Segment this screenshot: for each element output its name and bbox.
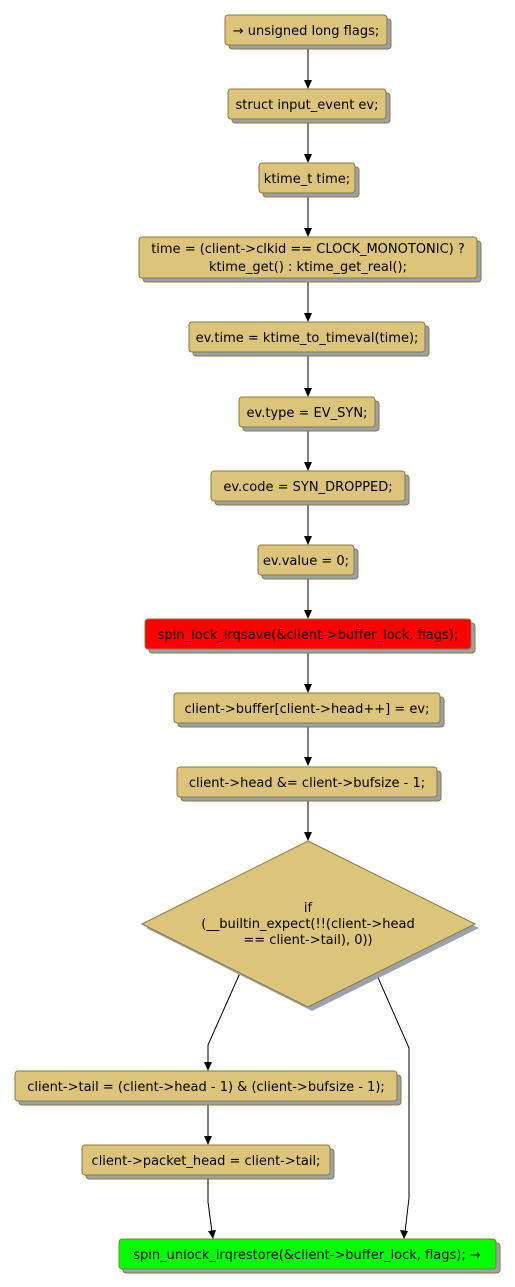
node-spin-unlock: spin_unlock_irqrestore(&client->buffer_l… [118, 1238, 501, 1274]
node-struct-input-event: struct input_event ev; [227, 88, 391, 124]
node-label: spin_unlock_irqrestore(&client->buffer_l… [133, 1248, 481, 1263]
arrowhead [304, 388, 312, 397]
node-time-assignment: time = (client->clkid == CLOCK_MONOTONIC… [138, 236, 482, 283]
node-ev-type: ev.type = EV_SYN; [238, 396, 380, 432]
node-ktime-t-time: ktime_t time; [258, 162, 360, 198]
node-label: ev.value = 0; [263, 554, 349, 569]
arrowhead [304, 80, 312, 89]
arrowhead [400, 1230, 408, 1239]
node-label: ktime_get() : ktime_get_real(); [209, 260, 407, 275]
node-label: client->head &= client->bufsize - 1; [189, 776, 425, 791]
node-label: spin_lock_irqsave(&client->buffer_lock, … [158, 628, 458, 643]
node-label: ev.type = EV_SYN; [247, 406, 368, 421]
arrowhead [304, 536, 312, 545]
arrowhead [304, 684, 312, 693]
node-ev-value: ev.value = 0; [257, 544, 359, 580]
node-label: → unsigned long flags; [233, 24, 380, 39]
arrowhead [304, 610, 312, 619]
edges [204, 46, 410, 1239]
node-label: ev.code = SYN_DROPPED; [223, 480, 392, 495]
node-label: client->tail = (client->head - 1) & (cli… [27, 1080, 385, 1095]
edge-n12-n13 [207, 972, 241, 1064]
node-tail-assign: client->tail = (client->head - 1) & (cli… [14, 1070, 402, 1106]
edge-n12-n15 [375, 972, 410, 1233]
arrowhead [304, 154, 312, 163]
node-if-condition: if (__builtin_expect(!!(client->head == … [140, 840, 479, 1011]
node-head-mask: client->head &= client->bufsize - 1; [176, 766, 442, 802]
arrowhead [304, 462, 312, 471]
arrowhead [204, 1062, 212, 1071]
node-label: client->buffer[client->head++] = ev; [185, 702, 430, 717]
node-label: if [304, 901, 313, 916]
arrowhead [304, 757, 312, 766]
node-label: == client->tail), 0)) [243, 933, 372, 948]
node-label: (__builtin_expect(!!(client->head [201, 917, 415, 932]
arrowhead [304, 313, 312, 322]
node-packet-head: client->packet_head = client->tail; [81, 1144, 335, 1180]
node-label: client->packet_head = client->tail; [92, 1154, 321, 1169]
arrowhead [304, 228, 312, 237]
node-label: ev.time = ktime_to_timeval(time); [196, 331, 419, 346]
node-buffer-assign: client->buffer[client->head++] = ev; [173, 692, 445, 728]
node-spin-lock: spin_lock_irqsave(&client->buffer_lock, … [144, 618, 476, 654]
node-ev-time: ev.time = ktime_to_timeval(time); [188, 321, 430, 357]
nodes: → unsigned long flags; struct input_even… [14, 14, 501, 1274]
arrowhead [208, 1230, 216, 1239]
node-unsigned-long-flags: → unsigned long flags; [224, 14, 392, 50]
node-label: time = (client->clkid == CLOCK_MONOTONIC… [151, 242, 465, 257]
node-label: ktime_t time; [264, 172, 350, 187]
arrowhead [204, 1136, 212, 1145]
edge-n14-n15 [207, 1175, 213, 1233]
node-ev-code: ev.code = SYN_DROPPED; [210, 470, 410, 506]
arrowhead [304, 832, 312, 841]
node-label: struct input_event ev; [236, 98, 379, 113]
